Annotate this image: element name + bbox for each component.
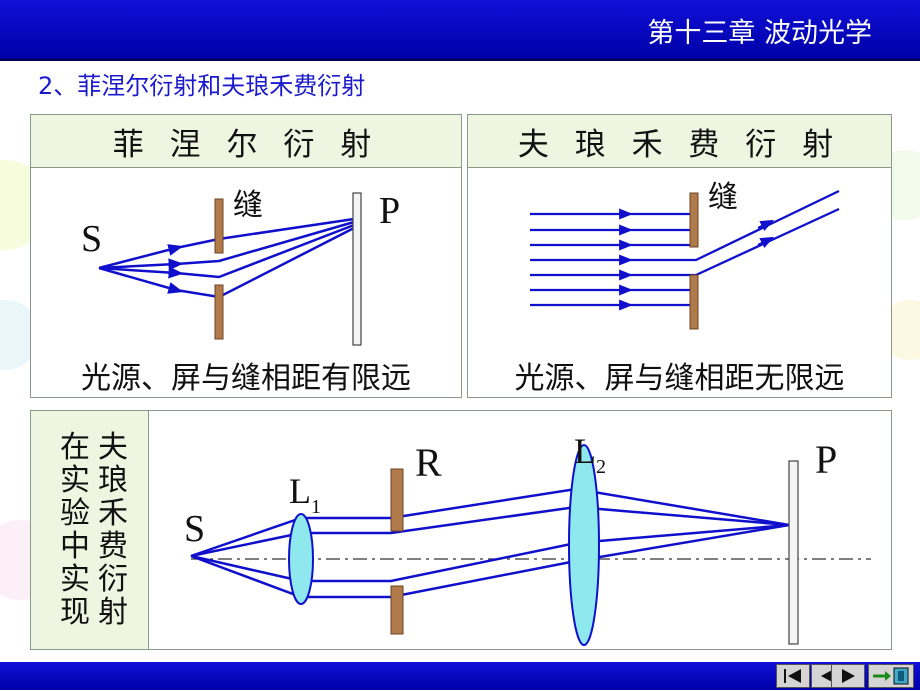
diffracted-ray [757, 219, 775, 232]
slit-top [214, 198, 224, 254]
label-lens-l1: L1 [289, 471, 321, 518]
title-bar: 第十三章 波动光学 [0, 0, 920, 61]
exit-button[interactable] [868, 664, 914, 688]
fresnel-diagram: S 缝 P [81, 188, 400, 346]
exit-icon [873, 667, 909, 685]
ray [190, 487, 790, 558]
fresnel-caption: 光源、屏与缝相距有限远 [81, 361, 411, 396]
experiment-panel: 夫琅禾费衍射 在实验中实现 S L1 R L2 P [30, 410, 892, 650]
ray [98, 244, 184, 270]
label-screen-p: P [815, 437, 837, 482]
ray [175, 223, 355, 279]
label-source-s: S [184, 508, 205, 550]
ray [98, 258, 184, 271]
previous-page-icon [821, 669, 834, 683]
label-slit: 缝 [233, 188, 263, 223]
screen-p [788, 460, 799, 645]
lens-l1 [288, 513, 314, 605]
label-source-s: S [81, 218, 102, 260]
next-page-icon [842, 669, 855, 683]
ray [190, 505, 790, 558]
label-slit: 缝 [708, 180, 738, 215]
fraunhofer-heading: 夫 琅 禾 费 衍 射 [468, 115, 891, 168]
label-lens-l2: L2 [574, 431, 606, 478]
ray [190, 523, 790, 583]
ray [98, 266, 184, 294]
slit-bottom [689, 274, 699, 330]
vertical-text-1: 夫琅禾费衍射 [98, 430, 128, 630]
ray [175, 220, 355, 266]
lens-l2 [568, 444, 600, 646]
ray [98, 266, 184, 279]
diffracted-ray [757, 236, 775, 249]
section-title: 2、菲涅尔衍射和夫琅禾费衍射 [38, 72, 366, 100]
fresnel-heading: 菲 涅 尔 衍 射 [31, 115, 461, 168]
screen-p [352, 192, 362, 346]
ray [175, 217, 355, 250]
vertical-label: 夫琅禾费衍射 在实验中实现 [31, 411, 149, 649]
next-page-button[interactable] [831, 664, 865, 688]
slit-bottom [214, 284, 224, 340]
chapter-title: 第十三章 波动光学 [647, 18, 872, 49]
vertical-text-2: 在实验中实现 [60, 430, 90, 630]
fresnel-panel: 菲 涅 尔 衍 射 S 缝 P 光源、屏与缝相距有限远 [30, 114, 462, 398]
slit-r-bottom [390, 585, 404, 635]
bottom-bar [0, 662, 920, 690]
label-screen-p: P [379, 190, 400, 232]
fraunhofer-caption: 光源、屏与缝相距无限远 [514, 361, 845, 396]
first-page-button[interactable] [776, 664, 810, 688]
first-page-icon [784, 669, 801, 683]
experiment-diagram: S L1 R L2 P [184, 431, 871, 646]
slit-top [689, 192, 699, 248]
slit-r-top [390, 468, 404, 532]
fraunhofer-diagram: 缝 [530, 180, 840, 330]
label-slit-r: R [415, 440, 442, 485]
fraunhofer-panel: 夫 琅 禾 费 衍 射 缝 光源、屏与缝相距 [467, 114, 892, 398]
plane-wave-ray [626, 189, 840, 262]
